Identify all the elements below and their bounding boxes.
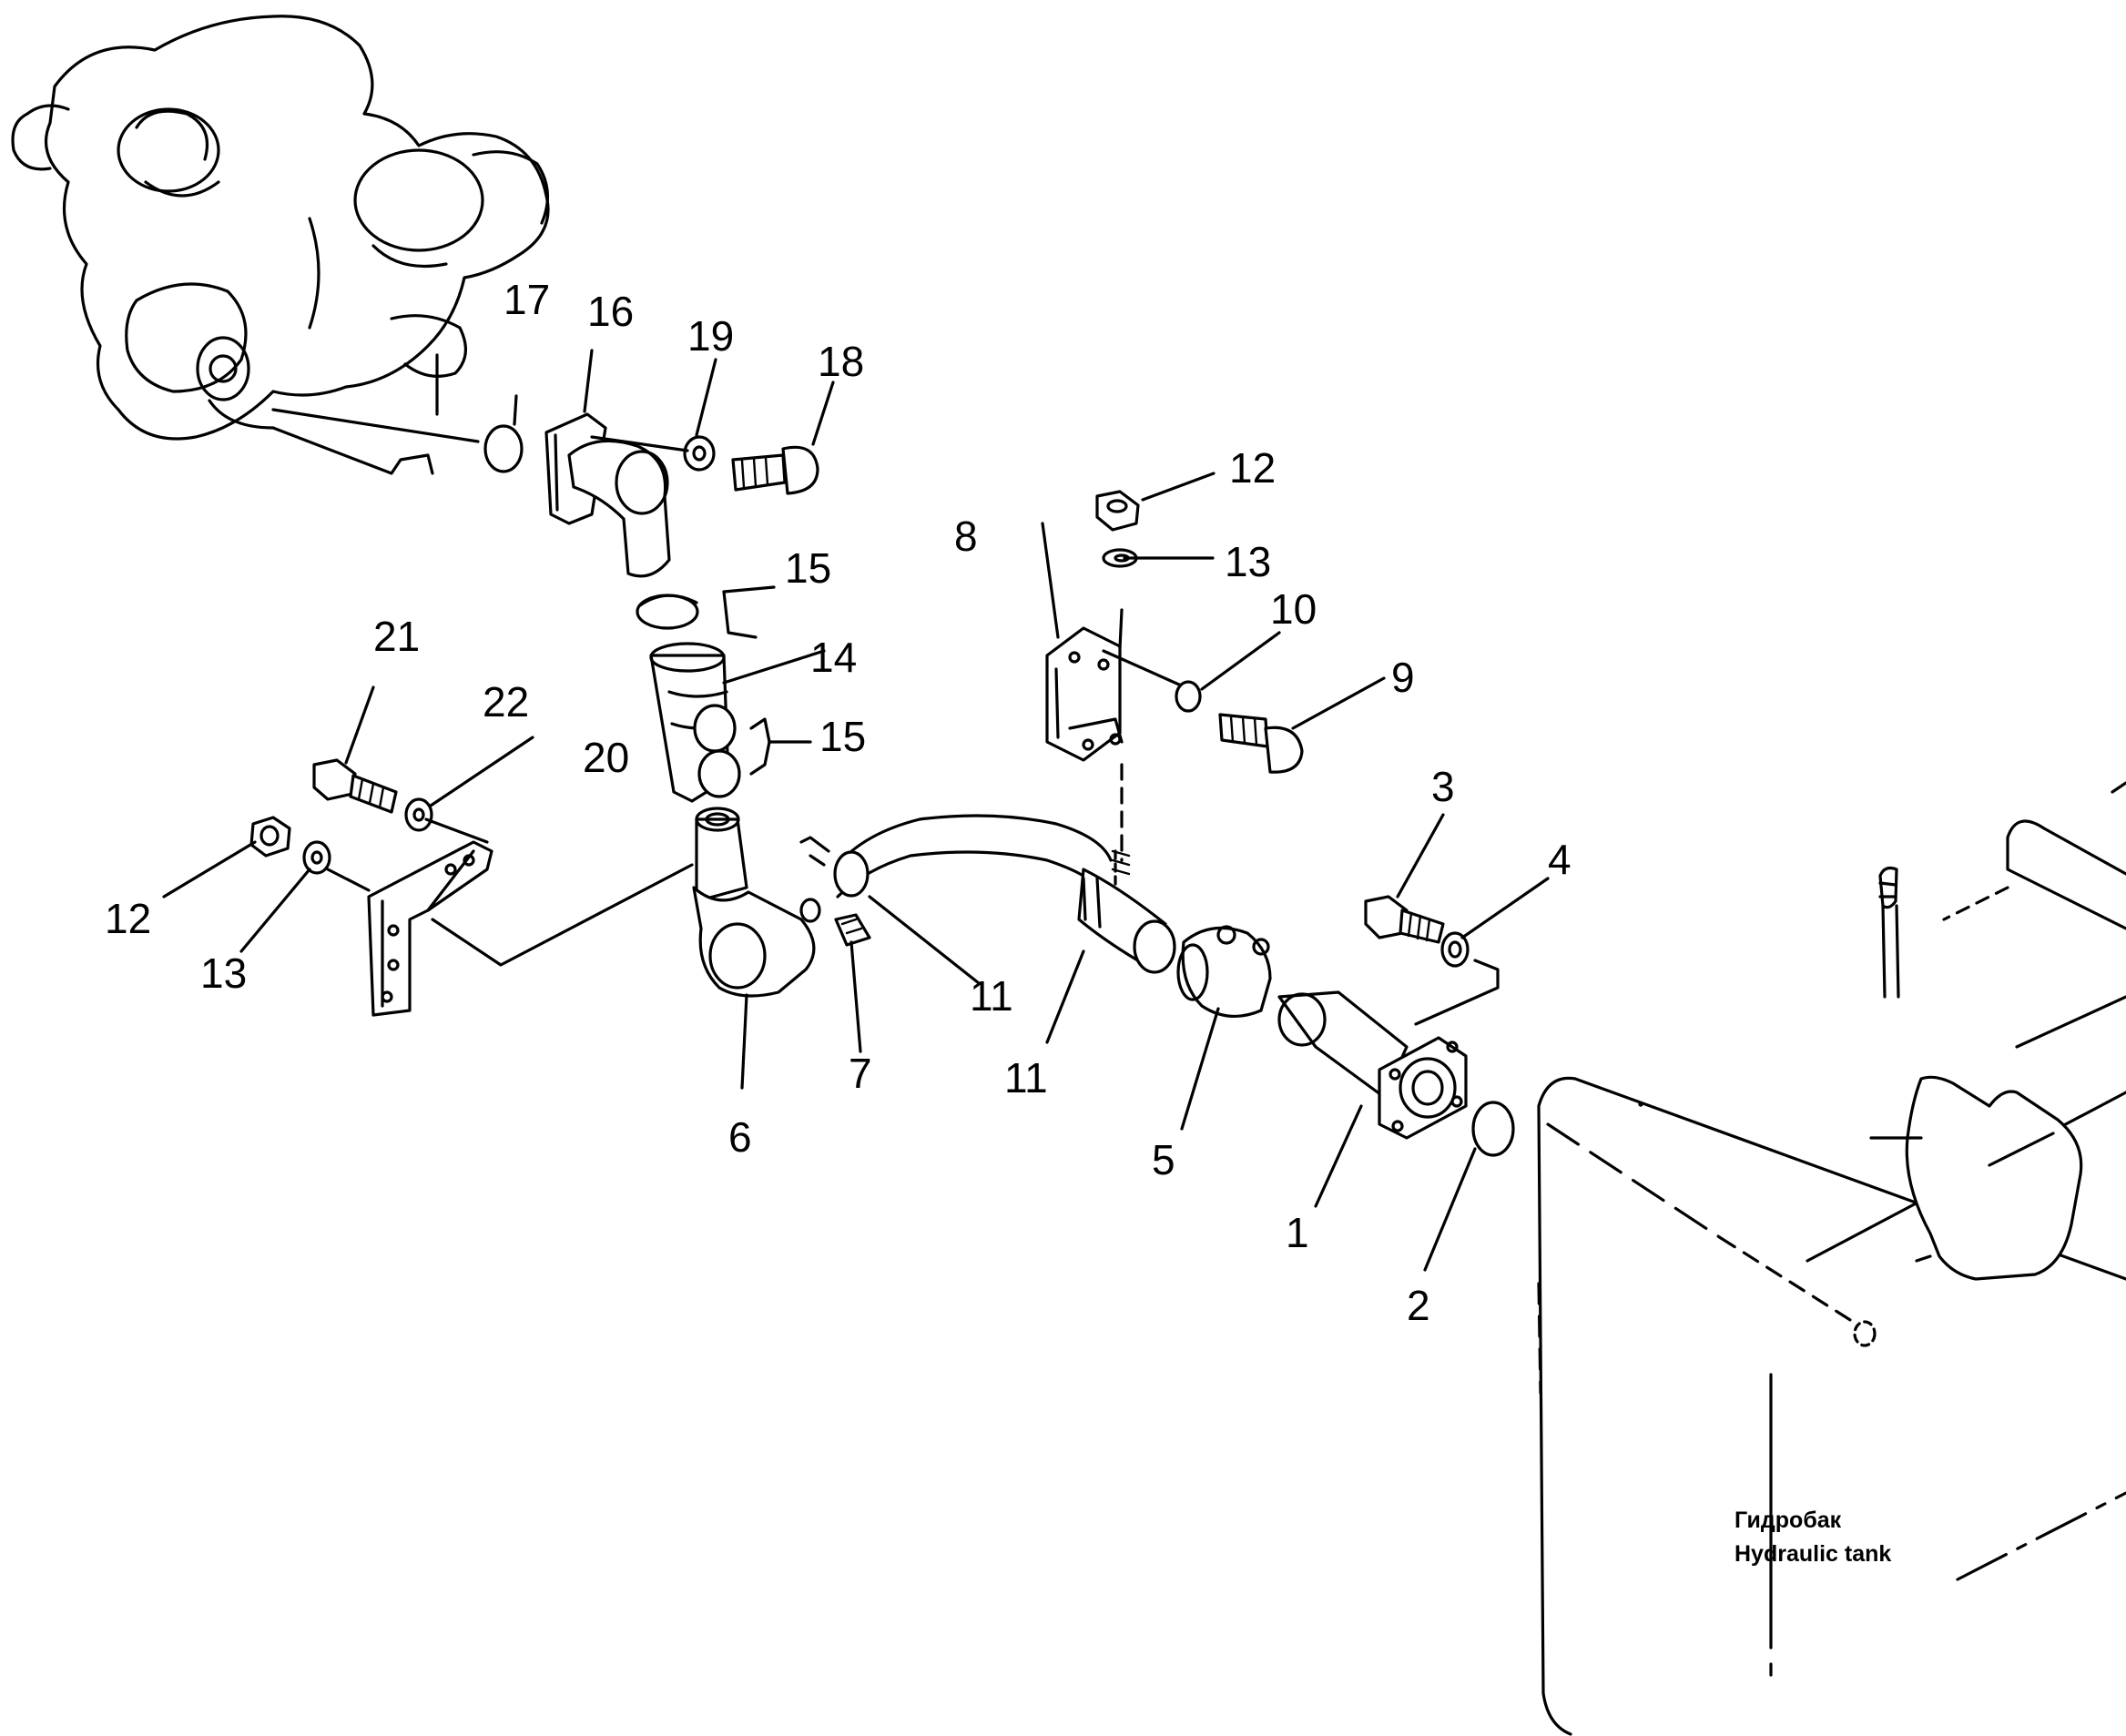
callout-13-right: 13 (1225, 538, 1271, 585)
callout-3: 3 (1431, 763, 1455, 810)
flange-pipe-1 (1277, 990, 1468, 1140)
callout-1: 1 (1286, 1209, 1309, 1256)
leader-lines (162, 349, 1550, 1272)
washer-19 (683, 435, 716, 472)
o-ring-2 (1471, 1101, 1515, 1157)
callout-13-left: 13 (200, 949, 247, 997)
callout-20: 20 (583, 734, 629, 781)
bracket-8 (1045, 626, 1124, 762)
callout-18: 18 (818, 338, 864, 385)
o-ring-17 (483, 424, 524, 473)
callout-12-left: 12 (105, 895, 151, 942)
flange-elbow-16 (544, 412, 689, 578)
washer-10 (1175, 680, 1202, 713)
tank-label-ru: Гидробак (1734, 1508, 1842, 1533)
pipe-11 (799, 814, 1176, 974)
callout-11-lower: 11 (1004, 1054, 1048, 1101)
hose-clamp-15-upper (636, 594, 699, 630)
bolt-21 (312, 758, 398, 814)
tank-label-en: Hydraulic tank (1734, 1541, 1891, 1567)
bolt-9 (1218, 713, 1304, 774)
callout-15-lower: 15 (819, 713, 866, 760)
callout-11-upper: 11 (970, 972, 1013, 1020)
bracket-20 (367, 840, 493, 1017)
callout-16: 16 (587, 288, 634, 335)
nut-12-left (249, 816, 291, 858)
hose-14 (649, 642, 741, 803)
callout-22: 22 (483, 678, 529, 726)
washer-13-left (302, 840, 331, 875)
callout-15-upper: 15 (785, 544, 831, 592)
bolt-7 (834, 913, 871, 947)
hydraulic-tank (1537, 781, 2126, 1736)
callout-5: 5 (1152, 1136, 1175, 1183)
callout-7: 7 (849, 1050, 872, 1097)
callout-2: 2 (1407, 1282, 1430, 1329)
callout-19: 19 (687, 312, 734, 360)
callout-6: 6 (728, 1113, 752, 1161)
pump-assembly (11, 15, 550, 475)
callout-21: 21 (373, 613, 420, 660)
bolt-18 (731, 445, 819, 495)
callout-17: 17 (504, 276, 550, 323)
callout-9: 9 (1391, 654, 1415, 701)
callout-10: 10 (1270, 585, 1317, 633)
callout-14: 14 (810, 634, 857, 681)
callout-12-right: 12 (1229, 444, 1276, 492)
clamp-5 (1176, 925, 1272, 1019)
pipe-elbow-6 (692, 807, 821, 998)
callout-4: 4 (1548, 836, 1572, 883)
callout-8: 8 (954, 513, 978, 560)
washer-4 (1440, 931, 1470, 968)
nut-12-right (1095, 490, 1140, 532)
callout-labels: 1 2 3 4 5 6 7 8 9 10 11 11 12 12 13 13 1… (105, 276, 1572, 1329)
bolt-3 (1364, 895, 1445, 944)
washer-22 (404, 797, 433, 832)
